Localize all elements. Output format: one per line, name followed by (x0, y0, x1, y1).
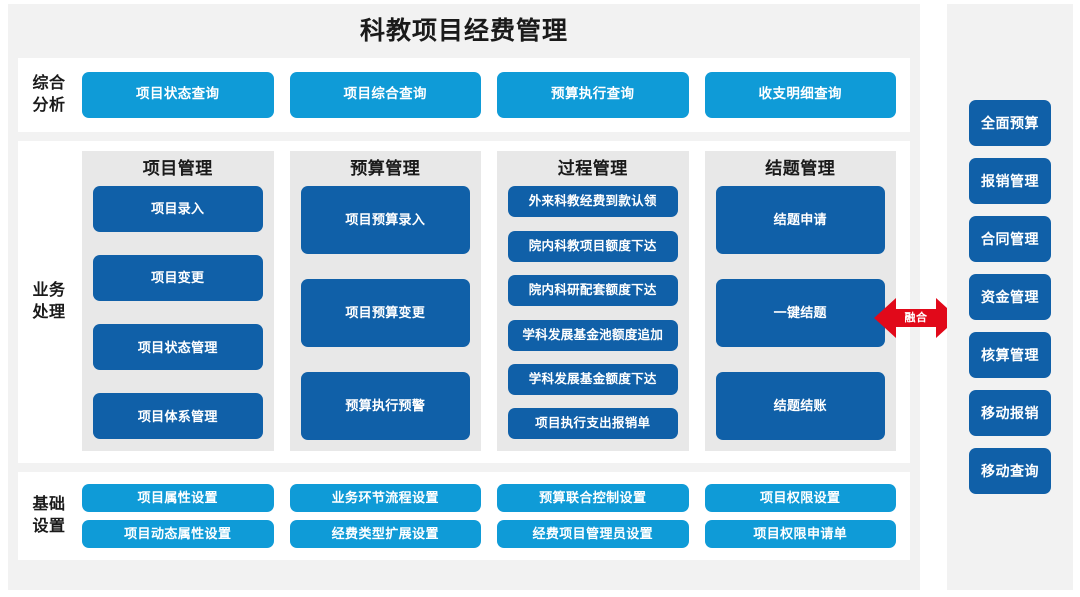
sidebar-item-comprehensive-budget[interactable]: 全面预算 (969, 100, 1051, 146)
page-title: 科教项目经费管理 (359, 17, 568, 45)
business-button-project-budget-change[interactable]: 项目预算变更 (300, 278, 470, 347)
section-business-label: 业务 处理 (18, 141, 80, 463)
section-settings-body: 项目属性设置 业务环节流程设置 预算联合控制设置 项目权限设置 项目动态属性设置… (80, 472, 910, 560)
settings-button-expense-type-extension-setting[interactable]: 经费类型扩展设置 (289, 519, 481, 548)
sidebar-item-mobile-reimbursement[interactable]: 移动报销 (969, 390, 1051, 436)
settings-row: 项目属性设置 业务环节流程设置 预算联合控制设置 项目权限设置 (82, 483, 896, 512)
column-items-closure-management: 结题申请 一键结题 结题结账 (715, 186, 885, 440)
settings-grid: 项目属性设置 业务环节流程设置 预算联合控制设置 项目权限设置 项目动态属性设置… (82, 483, 896, 548)
business-button-internal-research-matching-quota-issue[interactable]: 院内科研配套额度下达 (508, 275, 678, 307)
settings-button-project-permission-application-form[interactable]: 项目权限申请单 (704, 519, 896, 548)
section-settings-label-line2: 设置 (32, 517, 66, 535)
business-button-budget-execution-warning[interactable]: 预算执行预警 (300, 371, 470, 440)
business-button-project-execution-expense-claim[interactable]: 项目执行支出报销单 (508, 408, 678, 440)
business-button-closure-settlement[interactable]: 结题结账 (715, 371, 885, 440)
analysis-button-project-overview-query[interactable]: 项目综合查询 (289, 71, 481, 118)
settings-button-project-attribute-setting[interactable]: 项目属性设置 (82, 483, 274, 512)
section-analysis: 综合 分析 项目状态查询 项目综合查询 预算执行查询 收支明细查询 (18, 57, 910, 132)
section-business-body: 项目管理 项目录入 项目变更 项目状态管理 项目体系管理 预算管理 项目预算录入… (80, 141, 910, 463)
business-button-project-budget-entry[interactable]: 项目预算录入 (300, 186, 470, 255)
business-button-closure-application[interactable]: 结题申请 (715, 186, 885, 255)
column-title-budget-management: 预算管理 (350, 158, 421, 178)
analysis-button-project-status-query[interactable]: 项目状态查询 (82, 71, 274, 118)
sidebar-item-mobile-query[interactable]: 移动查询 (969, 448, 1051, 494)
analysis-button-budget-execution-query[interactable]: 预算执行查询 (497, 71, 689, 118)
settings-button-business-workflow-setting[interactable]: 业务环节流程设置 (289, 483, 481, 512)
sidebar-item-reimbursement-management[interactable]: 报销管理 (969, 158, 1051, 204)
settings-button-project-dynamic-attribute-setting[interactable]: 项目动态属性设置 (82, 519, 274, 548)
business-button-project-change[interactable]: 项目变更 (93, 255, 263, 302)
section-analysis-label-line1: 综合 (32, 74, 66, 92)
section-analysis-label-line2: 分析 (32, 96, 66, 114)
section-settings-label-line1: 基础 (32, 495, 66, 513)
settings-row: 项目动态属性设置 经费类型扩展设置 经费项目管理员设置 项目权限申请单 (82, 519, 896, 548)
column-project-management: 项目管理 项目录入 项目变更 项目状态管理 项目体系管理 (82, 150, 274, 451)
business-button-discipline-fund-quota-issue[interactable]: 学科发展基金额度下达 (508, 364, 678, 395)
column-items-project-management: 项目录入 项目变更 项目状态管理 项目体系管理 (93, 186, 263, 440)
section-business-label-line2: 处理 (32, 303, 66, 321)
column-items-budget-management: 项目预算录入 项目预算变更 预算执行预警 (300, 186, 470, 440)
column-items-process-management: 外来科教经费到款认领 院内科教项目额度下达 院内科研配套额度下达 学科发展基金池… (508, 186, 678, 440)
section-settings-label: 基础 设置 (18, 472, 80, 560)
column-budget-management: 预算管理 项目预算录入 项目预算变更 预算执行预警 (289, 150, 481, 451)
column-title-project-management: 项目管理 (142, 158, 213, 178)
column-title-process-management: 过程管理 (557, 158, 628, 178)
column-closure-management: 结题管理 结题申请 一键结题 结题结账 (704, 150, 896, 451)
business-button-project-entry[interactable]: 项目录入 (93, 186, 263, 233)
settings-button-expense-project-admin-setting[interactable]: 经费项目管理员设置 (497, 519, 689, 548)
settings-button-project-permission-setting[interactable]: 项目权限设置 (704, 483, 896, 512)
sidebar: 全面预算 报销管理 合同管理 资金管理 核算管理 移动报销 移动查询 (947, 4, 1073, 590)
business-button-project-status-management[interactable]: 项目状态管理 (93, 324, 263, 371)
business-button-project-system-management[interactable]: 项目体系管理 (93, 393, 263, 440)
column-process-management: 过程管理 外来科教经费到款认领 院内科教项目额度下达 院内科研配套额度下达 学科… (497, 150, 689, 451)
sidebar-item-fund-management[interactable]: 资金管理 (969, 274, 1051, 320)
section-analysis-label: 综合 分析 (18, 58, 80, 132)
business-button-one-click-closure[interactable]: 一键结题 (715, 278, 885, 347)
section-analysis-body: 项目状态查询 项目综合查询 预算执行查询 收支明细查询 (80, 58, 910, 132)
business-button-internal-project-quota-issue[interactable]: 院内科教项目额度下达 (508, 230, 678, 262)
section-settings: 基础 设置 项目属性设置 业务环节流程设置 预算联合控制设置 项目权限设置 项目… (18, 471, 910, 560)
section-business: 业务 处理 项目管理 项目录入 项目变更 项目状态管理 项目体系管理 预算管理 (18, 140, 910, 463)
main-panel: 科教项目经费管理 综合 分析 项目状态查询 项目综合查询 预算执行查询 收支明细… (8, 4, 920, 590)
column-title-closure-management: 结题管理 (765, 158, 836, 178)
sidebar-item-accounting-management[interactable]: 核算管理 (969, 332, 1051, 378)
section-business-label-line1: 业务 (32, 281, 66, 299)
business-button-discipline-fund-pool-quota-addition[interactable]: 学科发展基金池额度追加 (508, 319, 678, 351)
business-button-external-funds-receipt-claim[interactable]: 外来科教经费到款认领 (508, 186, 678, 218)
settings-button-budget-joint-control-setting[interactable]: 预算联合控制设置 (497, 483, 689, 512)
sidebar-item-contract-management[interactable]: 合同管理 (969, 216, 1051, 262)
analysis-button-income-expense-detail-query[interactable]: 收支明细查询 (704, 71, 896, 118)
